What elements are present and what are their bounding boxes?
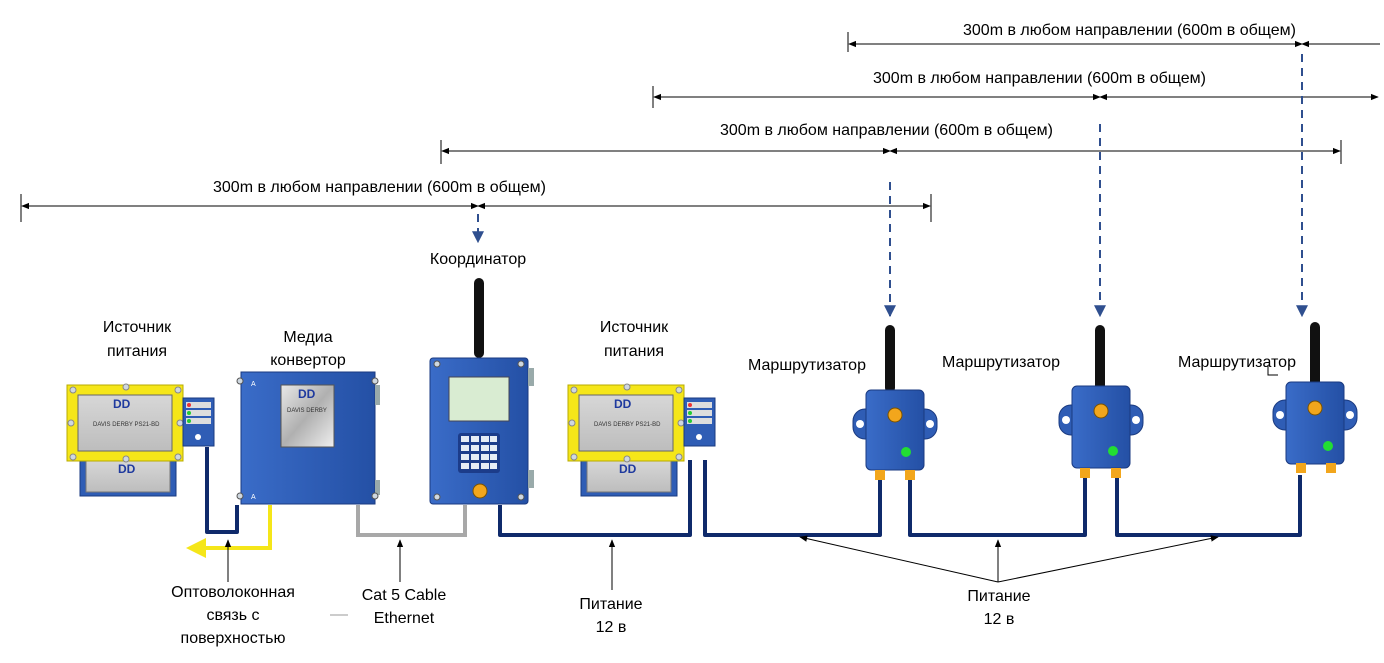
cable-pointer-arrows <box>224 535 1219 616</box>
svg-text:Питание: Питание <box>967 588 1030 605</box>
router-2-antenna <box>1095 325 1105 393</box>
power-source-1-label: Источник питания <box>103 319 172 360</box>
converter-model: DAVIS DERBY <box>287 408 327 414</box>
svg-text:поверхностью: поверхностью <box>181 630 286 647</box>
coordinator-keypad <box>458 433 500 473</box>
psu-1-model: DAVIS DERBY PS21-BD <box>93 422 160 428</box>
dashed-range-arrows <box>472 54 1308 318</box>
svg-text:Источник: Источник <box>103 319 172 336</box>
range-dimension-1: 300m в любом направлении (600m в общем) <box>847 22 1380 52</box>
coordinator-antenna <box>474 278 484 358</box>
router-2-label: Маршрутизатор <box>942 354 1060 371</box>
svg-text:питания: питания <box>107 343 167 360</box>
psu-2-logo: DD <box>614 397 632 411</box>
power-source-2-label: Источник питания <box>600 319 669 360</box>
psu-1-logo: DD <box>113 397 131 411</box>
power-cables <box>205 447 1302 537</box>
cat5-ethernet-label: Cat 5 Cable Ethernet <box>362 587 447 627</box>
psu-2-model: DAVIS DERBY PS21-BD <box>594 422 661 428</box>
router-1-antenna <box>885 325 895 393</box>
router-unit-3 <box>1272 322 1358 473</box>
svg-text:связь с: связь с <box>206 607 259 624</box>
range-label-2: 300m в любом направлении (600m в общем) <box>873 70 1206 87</box>
range-label-4: 300m в любом направлении (600m в общем) <box>213 179 546 196</box>
router-3-label: Маршрутизатор <box>1178 354 1296 371</box>
fiber-cable <box>186 505 272 558</box>
media-converter-label: Медиа конвертор <box>270 329 346 369</box>
svg-text:Медиа: Медиа <box>283 329 332 346</box>
svg-text:Ethernet: Ethernet <box>374 610 435 627</box>
range-dimension-4: 300m в любом направлении (600m в общем) <box>20 179 932 222</box>
coordinator-unit <box>429 278 534 505</box>
router-3-antenna <box>1310 322 1320 390</box>
psu-2-lower-logo: DD <box>619 462 637 476</box>
svg-text:A: A <box>251 494 256 501</box>
svg-text:питания: питания <box>604 343 664 360</box>
media-converter-unit: DD DAVIS DERBY A A <box>236 371 380 505</box>
range-label-1: 300m в любом направлении (600m в общем) <box>963 22 1296 39</box>
svg-text:A: A <box>251 381 256 388</box>
svg-text:12 в: 12 в <box>984 611 1015 628</box>
svg-text:конвертор: конвертор <box>270 352 346 369</box>
router-unit-2 <box>1058 325 1144 478</box>
svg-text:Источник: Источник <box>600 319 669 336</box>
fiber-link-label: Оптоволоконная связь с поверхностью <box>171 584 295 647</box>
range-dimension-3: 300m в любом направлении (600m в общем) <box>440 122 1342 164</box>
power-supply-unit-1: DD DD DAVIS DERBY PS21-BD <box>66 383 215 497</box>
power-12v-label-left: Питание 12 в <box>579 596 642 636</box>
power-supply-unit-2: DD DD DAVIS DERBY PS21-BD <box>567 383 716 497</box>
svg-text:Cat 5 Cable: Cat 5 Cable <box>362 587 447 604</box>
range-dimension-2: 300m в любом направлении (600m в общем) <box>652 70 1379 108</box>
router-1-label: Маршрутизатор <box>748 357 866 374</box>
converter-logo: DD <box>298 387 316 401</box>
svg-text:12 в: 12 в <box>596 619 627 636</box>
coordinator-label: Координатор <box>430 251 526 268</box>
text-cursor-mark <box>1267 365 1278 376</box>
power-12v-label-right: Питание 12 в <box>967 588 1030 628</box>
ethernet-cable <box>356 505 467 537</box>
range-label-3: 300m в любом направлении (600m в общем) <box>720 122 1053 139</box>
svg-text:Оптоволоконная: Оптоволоконная <box>171 584 295 601</box>
router-unit-1 <box>852 325 938 480</box>
svg-text:Питание: Питание <box>579 596 642 613</box>
psu-1-lower-logo: DD <box>118 462 136 476</box>
